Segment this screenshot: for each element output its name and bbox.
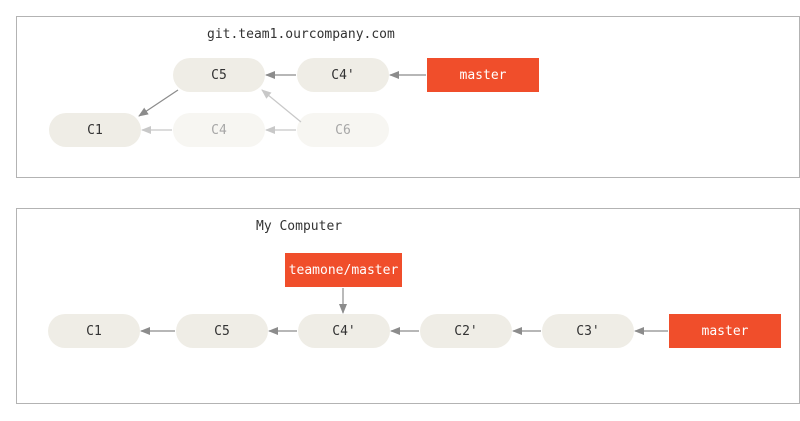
local-commit-c2-prime: C2' [420, 314, 512, 348]
remote-branch-master: master [427, 58, 539, 92]
remote-commit-c1: C1 [49, 113, 141, 147]
remote-commit-c4: C4 [173, 113, 265, 147]
remote-panel: git.team1.ourcompany.com [16, 16, 800, 178]
remote-commit-c4-prime: C4' [297, 58, 389, 92]
local-panel: My Computer [16, 208, 800, 404]
remote-commit-c5: C5 [173, 58, 265, 92]
remote-panel-title: git.team1.ourcompany.com [207, 27, 395, 42]
local-commit-c3-prime: C3' [542, 314, 634, 348]
local-branch-master: master [669, 314, 781, 348]
local-commit-c4-prime: C4' [298, 314, 390, 348]
local-commit-c1: C1 [48, 314, 140, 348]
remote-commit-c6: C6 [297, 113, 389, 147]
local-commit-c5: C5 [176, 314, 268, 348]
local-branch-teamone-master: teamone/master [285, 253, 402, 287]
local-panel-title: My Computer [256, 219, 343, 234]
